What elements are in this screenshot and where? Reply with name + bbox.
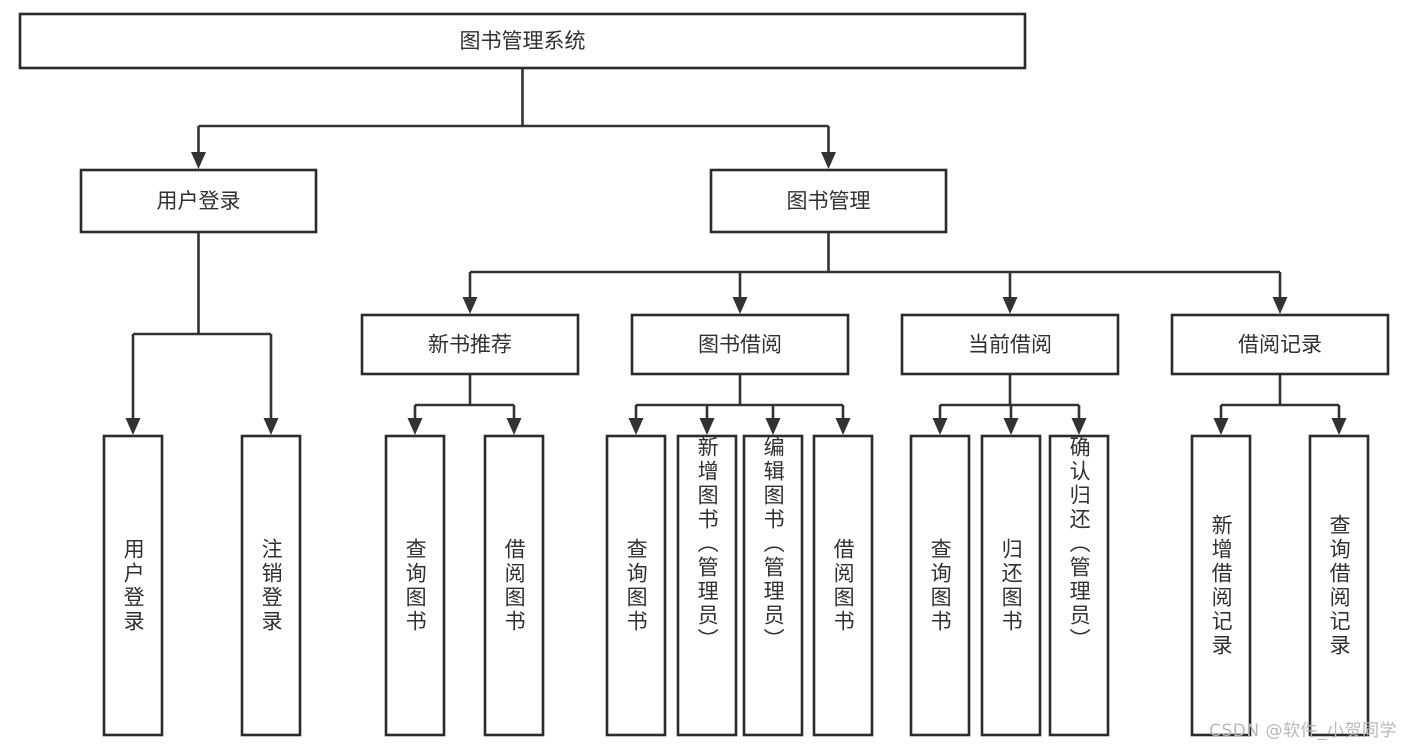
- arrow-head-icon: [932, 418, 948, 435]
- node-label-current-borrow: 当前借阅: [968, 333, 1052, 357]
- node-box-book-manage[interactable]: [709, 168, 948, 234]
- arrow-head-icon: [765, 418, 781, 435]
- node-label-book-manage: 图书管理: [787, 189, 871, 213]
- node-box-book-borrow[interactable]: [630, 313, 850, 376]
- arrow-head-icon: [407, 418, 423, 435]
- arrow-head-icon: [1213, 418, 1229, 435]
- node-box-leaf-borrow-book[interactable]: [812, 434, 874, 737]
- arrow-head-icon: [628, 418, 644, 435]
- node-label-borrow-record: 借阅记录: [1238, 333, 1322, 357]
- node-box-leaf-confirm-return-admin[interactable]: [1048, 434, 1110, 737]
- node-box-leaf-query-book-rec[interactable]: [384, 434, 446, 737]
- node-box-user-login[interactable]: [79, 168, 318, 234]
- arrow-head-icon: [821, 152, 836, 169]
- node-box-current-borrow[interactable]: [900, 313, 1120, 376]
- node-box-root[interactable]: [18, 12, 1027, 70]
- node-label-book-borrow: 图书借阅: [698, 333, 782, 357]
- boxes-layer: [18, 12, 1390, 737]
- arrow-head-icon: [191, 152, 206, 169]
- arrow-head-icon: [1331, 418, 1347, 435]
- node-box-leaf-edit-book-admin[interactable]: [742, 434, 804, 737]
- arrow-head-icon: [263, 418, 279, 435]
- node-box-leaf-add-borrow-record[interactable]: [1190, 434, 1252, 737]
- node-box-leaf-logout-login[interactable]: [240, 434, 302, 737]
- arrow-head-icon: [732, 297, 748, 314]
- node-box-new-book-rec[interactable]: [360, 313, 580, 376]
- node-box-leaf-return-book[interactable]: [980, 434, 1042, 737]
- arrow-head-icon: [835, 418, 851, 435]
- node-label-root: 图书管理系统: [460, 29, 586, 53]
- arrow-head-icon: [462, 297, 478, 314]
- node-box-leaf-borrow-book-rec[interactable]: [483, 434, 545, 737]
- arrow-head-icon: [125, 418, 141, 435]
- node-label-user-login: 用户登录: [157, 189, 241, 213]
- arrow-head-icon: [1002, 297, 1018, 314]
- arrow-head-icon: [1071, 418, 1087, 435]
- node-box-leaf-query-book-borrow[interactable]: [605, 434, 667, 737]
- arrow-head-icon: [506, 418, 522, 435]
- node-box-leaf-user-login[interactable]: [102, 434, 164, 737]
- csdn-watermark: CSDN @软件_小贺同学: [1209, 721, 1397, 741]
- node-box-leaf-query-borrow-record[interactable]: [1308, 434, 1370, 737]
- arrow-head-icon: [1272, 297, 1288, 314]
- node-box-leaf-query-book-current[interactable]: [909, 434, 971, 737]
- connectors-layer: [125, 68, 1347, 435]
- node-label-new-book-rec: 新书推荐: [428, 333, 512, 357]
- arrow-head-icon: [699, 418, 715, 435]
- arrow-head-icon: [1003, 418, 1019, 435]
- node-box-leaf-add-book-admin[interactable]: [676, 434, 738, 737]
- node-box-borrow-record[interactable]: [1170, 313, 1390, 376]
